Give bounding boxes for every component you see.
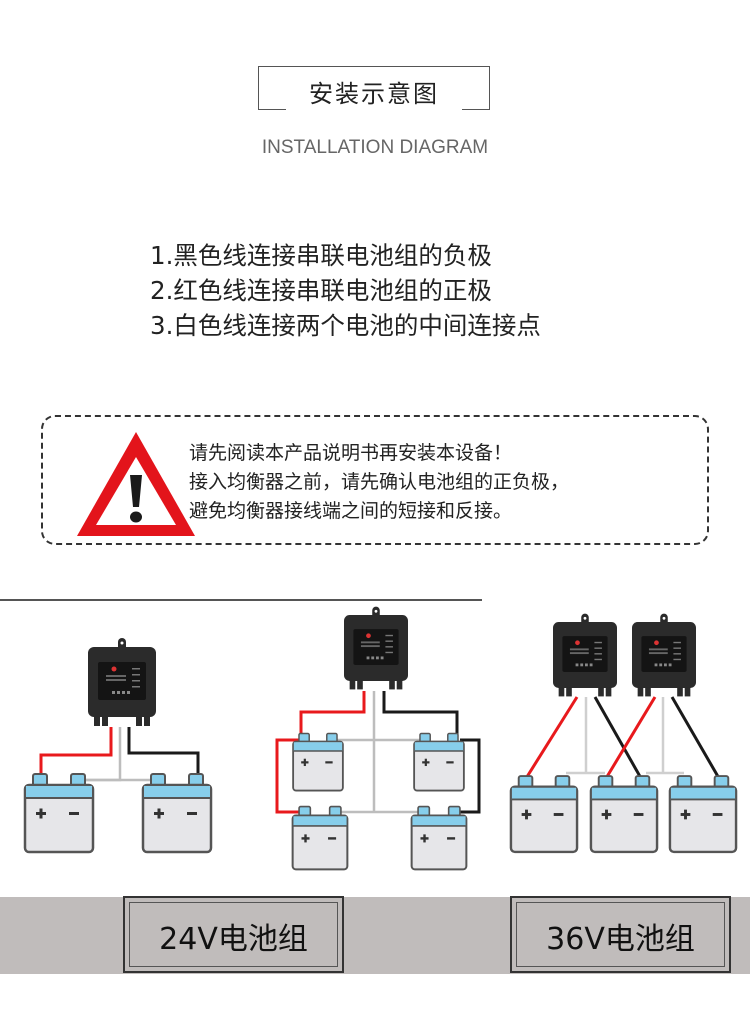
battery: [23, 772, 95, 854]
diagram-two-battery: [23, 638, 213, 854]
equalizer-device: [344, 606, 408, 690]
pack-label-text: 36V电池组: [546, 922, 695, 957]
wire-black: [593, 696, 644, 781]
instruction-line: 1.黑色线连接串联电池组的负极: [150, 241, 492, 270]
equalizer-device: [632, 613, 696, 697]
battery: [291, 732, 345, 792]
battery: [410, 805, 468, 871]
warning-triangle-icon: [77, 432, 195, 536]
wire-black: [127, 727, 200, 778]
battery: [291, 805, 349, 871]
diagram-three-battery: [509, 613, 738, 854]
pack-label-text: 24V电池组: [159, 922, 308, 957]
wire-red: [523, 696, 579, 781]
equalizer-device: [553, 613, 617, 697]
title-frame: 安装示意图: [258, 66, 490, 112]
pack-label-24v: 24V电池组: [123, 896, 344, 973]
instruction-line: 2.红色线连接串联电池组的正极: [150, 276, 492, 305]
battery: [668, 774, 738, 854]
wire-black: [382, 691, 459, 738]
wiring-instructions: 1.黑色线连接串联电池组的负极 2.红色线连接串联电池组的正极 3.白色线连接两…: [150, 238, 541, 343]
warning-notice: 请先阅读本产品说明书再安装本设备！ 接入均衡器之前，请先确认电池组的正负极， 避…: [41, 415, 709, 545]
equalizer-device: [88, 638, 156, 726]
wire-red: [603, 696, 657, 781]
instruction-line: 3.白色线连接两个电池的中间连接点: [150, 311, 541, 340]
page-title: 安装示意图: [309, 80, 439, 108]
warning-text: 请先阅读本产品说明书再安装本设备！ 接入均衡器之前，请先确认电池组的正负极， 避…: [189, 439, 569, 526]
warning-line: 接入均衡器之前，请先确认电池组的正负极，: [189, 471, 570, 493]
label-inner-frame: [516, 902, 725, 967]
label-inner-frame: [129, 902, 338, 967]
title-bracket-gap: [286, 106, 462, 112]
wire-black: [460, 738, 481, 814]
diagram-four-battery: [275, 606, 481, 871]
battery: [589, 774, 659, 854]
battery: [412, 732, 466, 792]
wire-red: [299, 691, 366, 738]
wire-black: [670, 696, 722, 781]
section-divider: [0, 599, 482, 601]
battery: [141, 772, 213, 854]
page-subtitle: INSTALLATION DIAGRAM: [261, 137, 489, 158]
warning-line: 请先阅读本产品说明书再安装本设备！: [189, 442, 513, 464]
battery: [509, 774, 579, 854]
warning-line: 避免均衡器接线端之间的短接和反接。: [189, 500, 513, 522]
wire-red: [275, 738, 301, 814]
pack-label-36v: 36V电池组: [510, 896, 731, 973]
wire-red: [39, 727, 113, 778]
